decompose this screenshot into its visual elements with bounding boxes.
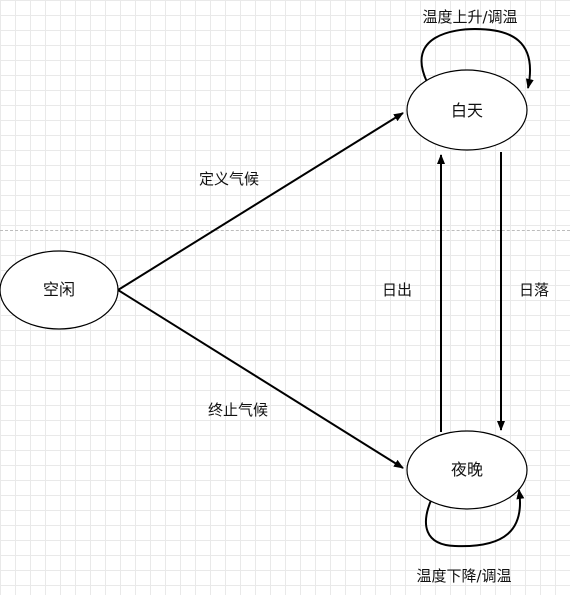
page-break-line	[0, 230, 570, 231]
label-sunset: 日落	[519, 281, 549, 299]
label-day-self-loop: 温度上升/调温	[422, 8, 517, 26]
label-sunrise: 日出	[382, 281, 412, 299]
state-idle[interactable]: 空闲	[0, 250, 119, 330]
edge-night-self-loop[interactable]	[424, 489, 525, 548]
label-define-climate: 定义气候	[199, 170, 259, 188]
label-night-self-loop: 温度下降/调温	[416, 567, 511, 585]
state-day-label: 白天	[451, 101, 483, 120]
edge-terminate-climate[interactable]	[117, 289, 404, 469]
edge-day-self-loop[interactable]	[420, 27, 534, 89]
label-terminate-climate: 终止气候	[208, 401, 268, 419]
state-night[interactable]: 夜晚	[406, 430, 528, 510]
state-night-label: 夜晚	[451, 460, 483, 479]
state-idle-label: 空闲	[43, 280, 75, 299]
edge-define-climate[interactable]	[117, 112, 404, 291]
state-day[interactable]: 白天	[406, 69, 528, 151]
